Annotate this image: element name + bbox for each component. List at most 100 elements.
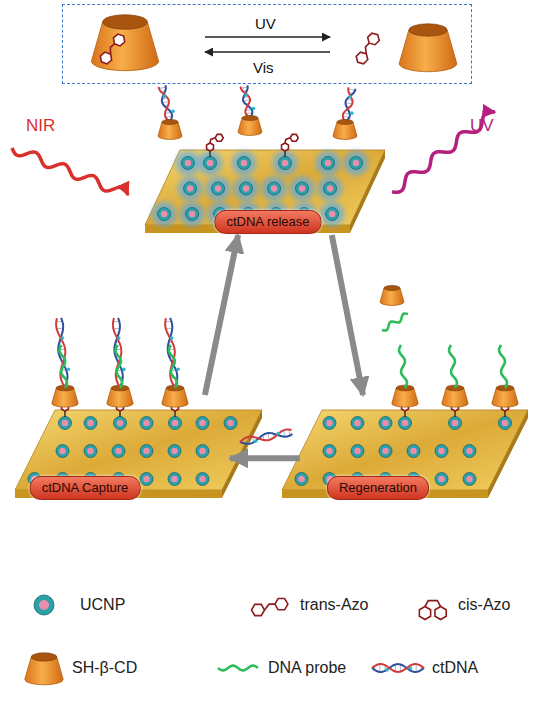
ucnp-shell [351,445,364,458]
ucnp-shell [204,157,217,170]
ucnp-core [353,160,360,167]
benzene-ring [435,607,446,620]
ucnp-shell [140,473,153,486]
benzene-ring [290,134,298,141]
ucnp-core [438,476,445,483]
legend-text: UCNP [80,595,125,615]
cyclodextrin-symbol [107,385,133,407]
ctdna-strand [240,429,292,442]
ucnp-core [117,420,124,427]
ucnp-core [143,476,150,483]
base-pair [348,89,355,90]
ucnp-core [189,211,196,218]
ucnp-core [326,448,333,455]
legend-text: ctDNA [432,658,478,678]
upconversion-glow [344,151,369,176]
upconversion-glow [290,176,315,201]
ucnp-shell [184,182,197,195]
ucnp-core [410,448,417,455]
ucnp-shell [112,445,125,458]
cyclodextrin-rim [337,119,353,124]
methylation-dot [244,93,248,97]
stage-label: Regeneration [327,476,429,500]
ucnp-shell [84,417,97,430]
stage-panel: Regeneration [300,395,525,510]
ucnp-core [243,185,250,192]
ucnp-shell [321,157,334,170]
ucnp-shell [196,473,209,486]
ucnp-shell [379,445,392,458]
ucnp-shell [463,473,476,486]
ucnp-core [402,420,409,427]
ucnp-core [466,476,473,483]
cyclodextrin-rim [31,653,57,661]
upconversion-glow [178,176,203,201]
azo-bond [285,138,290,143]
upconversion-glow [176,151,201,176]
cyclodextrin-symbol [158,119,182,139]
ctdna-helix [56,318,70,388]
ucnp-shell [168,445,181,458]
methylation-dot [252,107,256,111]
methylation-dot [254,439,258,443]
ctdna-strand [241,87,250,118]
upconversion-glow [180,202,205,227]
ucnp-shell [324,182,337,195]
process-arrow [205,235,238,395]
ucnp-core [185,160,192,167]
ucnp-core [502,420,509,427]
dna-probe-strand [449,345,457,388]
legend-text: DNA probe [268,658,346,678]
ucnp-core [215,185,222,192]
process-arrow [230,455,300,461]
methylation-dot [348,95,352,99]
ucnp-shell [140,445,153,458]
legend-text: SH-β-CD [72,658,137,678]
ucnp-shell [196,417,209,430]
ucnp-core [171,448,178,455]
ucnp-shell [435,445,448,458]
trans-azo-symbol [95,32,131,66]
azo-bond [107,44,118,54]
dna-probe-strand [218,666,258,671]
methylation-dot [385,668,389,672]
ctdna-helix [165,318,180,388]
benzene-ring [207,143,214,151]
ctdna-strand [343,87,353,122]
ucnp-shell [186,208,199,221]
legend-icons [25,595,446,685]
stage-label: ctDNA Capture [30,476,141,500]
ucnp-core [199,476,206,483]
ucnp-core [282,160,289,167]
stage-panel: ctDNA Capture [15,395,230,510]
ucnp-core [327,185,334,192]
reaction-arrow [205,36,330,37]
substrate-side [488,410,528,498]
ucnp-shell [181,157,194,170]
ucnp-core [207,160,214,167]
cyclodextrin-rim [409,24,447,36]
base-pair [416,664,417,672]
cyclodextrin-symbol [392,385,418,407]
benzene-ring [366,31,382,47]
legend-text: trans-Azo [300,595,368,615]
ucnp-shell [140,417,153,430]
ctdna-strand [372,664,424,672]
benzene-ring [419,607,430,620]
ucnp-core [115,448,122,455]
ucnp-core [171,476,178,483]
ucnp-core [172,420,179,427]
ucnp-shell [59,417,72,430]
ucnp-core [325,160,332,167]
ucnp-core [466,448,473,455]
ucnp-shell [196,445,209,458]
upconversion-glow [318,176,343,201]
methylation-dot [117,336,121,340]
benzene-ring [98,50,114,66]
ucnp-shell [326,208,339,221]
trans-azo-symbol [252,599,288,616]
ucnp-shell [323,445,336,458]
light-label: NIR [26,116,55,136]
